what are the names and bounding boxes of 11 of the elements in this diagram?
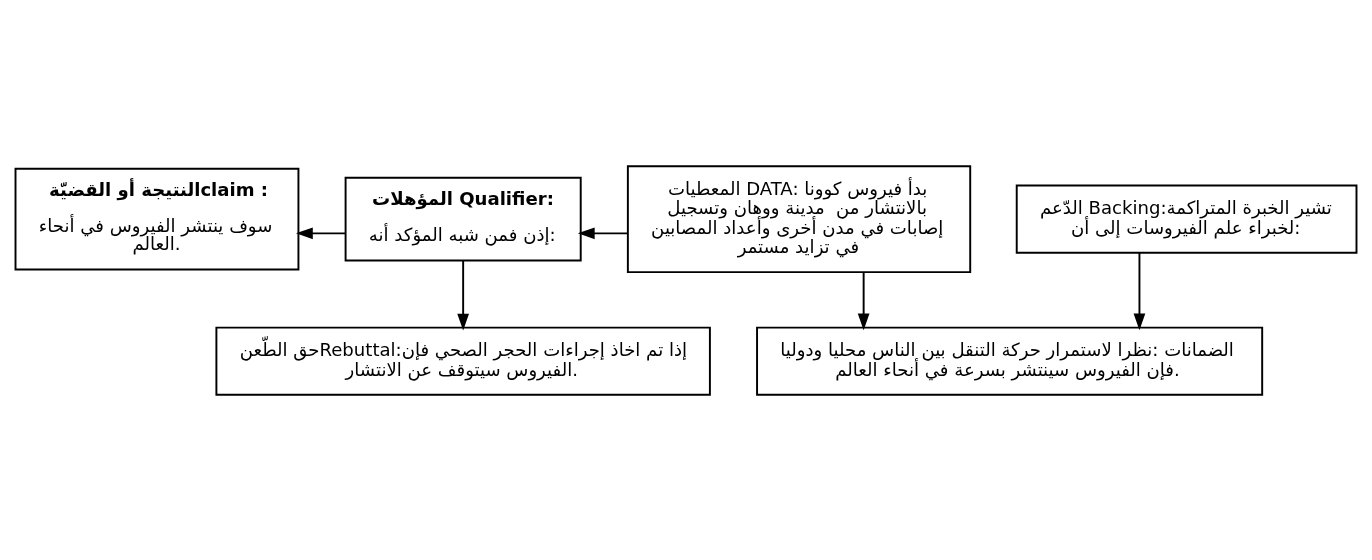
node-box: حق الطّعنRebuttal:إذا تم اخاذ إجراءات الحجر الصحي فإن الفيروس سيتوقف عن الانتشار. (215, 326, 711, 396)
arrow (857, 270, 870, 330)
node-box: النتيجة أو القضيّةclaim : سوف ينتشر الفيروس في أنحاء العالم. (14, 167, 300, 270)
arrow (457, 259, 470, 331)
node-box: الدّعم Backing:تشير الخبرة المتراكمة لخبراء علم الفيروسات إلى أن: (1015, 184, 1358, 254)
node-box: الضمانات :نظرا لاستمرار حركة التنقل بين الناس محليا ودوليا فإن الفيروس سينتشر بسرعة في أنحاء العالم. (756, 326, 1264, 396)
arrow (1133, 251, 1146, 330)
arrow (295, 226, 347, 239)
node-box: المعطيات DATA: بدأ فيروس كوونا بالانتشار من مدينة ووهان وتسجيل إصابات في مدن أخرى وأعداد المصابين في تزايد مستمر (626, 164, 972, 273)
node-box: المؤهلات Qualifier: إذن فمن شبه المؤكد أنه: (344, 176, 582, 261)
arrow (577, 226, 629, 239)
